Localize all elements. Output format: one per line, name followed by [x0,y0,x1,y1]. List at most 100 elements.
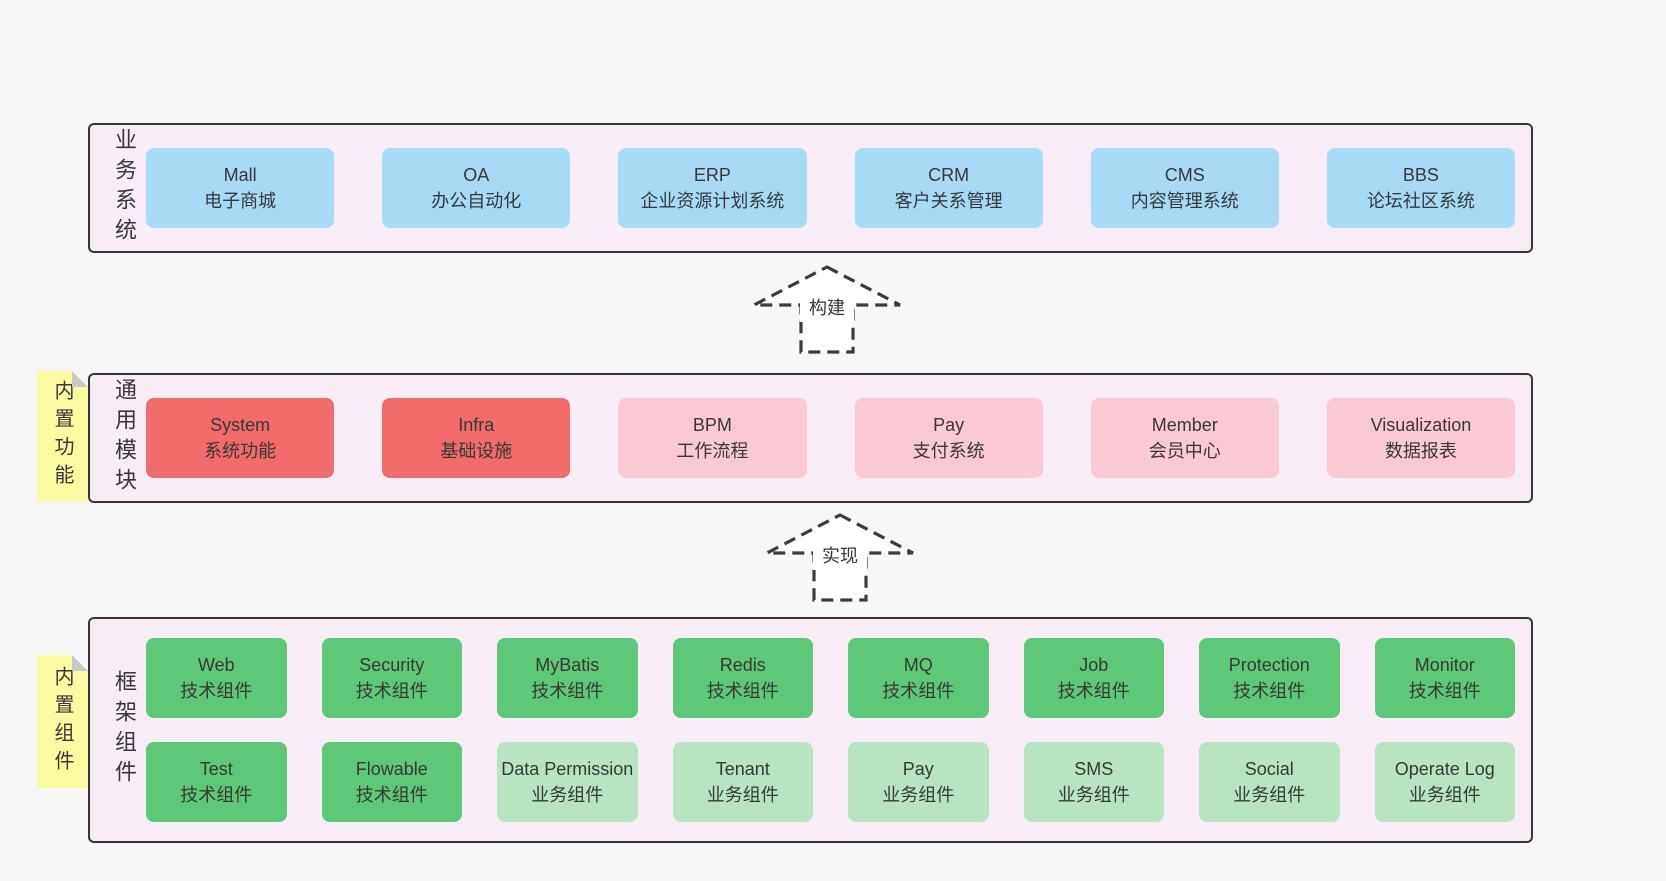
box-title: CRM [928,165,970,185]
box-subtitle: 技术组件 [706,681,779,701]
box-monitor: Monitor 技术组件 [1374,638,1515,718]
box-mybatis: MyBatis 技术组件 [497,638,638,718]
box-subtitle: 基础设施 [440,441,513,461]
layer-business-systems: 业务系统 Mall 电子商城 OA 办公自动化 ERP 企业资源计划系统 CRM… [88,123,1533,253]
box-subtitle: 业务组件 [531,785,604,805]
box-visualization: Visualization 数据报表 [1326,398,1516,478]
box-subtitle: 会员中心 [1148,441,1221,461]
box-title: Mall [223,165,257,185]
box-title: SMS [1074,759,1114,779]
box-oa: OA 办公自动化 [382,148,571,228]
layer-modules-label: 通用模块 [112,378,137,498]
box-infra: Infra 基础设施 [382,398,571,478]
box-title: BPM [692,415,732,435]
arrow-label-bg [813,540,867,570]
box-security: Security 技术组件 [321,638,462,718]
box-subtitle: 系统功能 [204,441,277,461]
box-erp: ERP 企业资源计划系统 [618,148,807,228]
box-data-permission: Data Permission 业务组件 [497,742,638,822]
box-title: Data Permission [501,759,634,779]
box-title: Flowable [355,759,428,779]
box-title: Security [359,655,425,675]
box-subtitle: 技术组件 [180,681,253,701]
box-title: System [210,415,271,435]
box-title: Job [1079,655,1109,675]
box-bbs: BBS 论坛社区系统 [1326,148,1516,228]
box-subtitle: 支付系统 [912,441,985,461]
note-built-in-components: 内置组件 [37,655,88,788]
box-title: CMS [1164,165,1205,185]
box-subtitle: 业务组件 [706,785,779,805]
box-subtitle: 企业资源计划系统 [640,191,785,211]
box-system: System 系统功能 [146,398,335,478]
box-subtitle: 技术组件 [1233,681,1306,701]
box-bpm: BPM 工作流程 [618,398,807,478]
box-subtitle: 论坛社区系统 [1366,191,1475,211]
box-title: Pay [933,415,965,435]
box-pay-module: Pay 支付系统 [854,398,1043,478]
box-subtitle: 技术组件 [355,681,428,701]
box-title: Member [1151,415,1218,435]
box-title: Operate Log [1394,759,1495,779]
box-protection: Protection 技术组件 [1199,638,1340,718]
box-title: Web [197,655,235,675]
box-title: Test [199,759,233,779]
note-built-in-functions: 内置功能 [37,371,88,501]
box-job: Job 技术组件 [1023,638,1164,718]
build-arrow: 构建 [747,262,907,357]
layer-framework-components: 框架组件 Web 技术组件 Security 技术组件 MyBatis 技术组件… [88,617,1533,843]
box-subtitle: 业务组件 [882,785,955,805]
box-redis: Redis 技术组件 [672,638,813,718]
build-arrow-label: 构建 [809,298,845,318]
box-cms: CMS 内容管理系统 [1090,148,1279,228]
box-title: ERP [693,165,731,185]
note-text: 内置功能 [51,380,73,492]
box-subtitle: 办公自动化 [431,191,522,211]
box-title: Protection [1228,655,1310,675]
box-subtitle: 技术组件 [355,785,428,805]
box-flowable: Flowable 技术组件 [321,742,462,822]
box-member: Member 会员中心 [1090,398,1279,478]
layer-components-label: 框架组件 [112,670,137,790]
box-title: Pay [902,759,934,779]
arrow-label-bg [800,292,854,322]
box-operate-log: Operate Log 业务组件 [1374,742,1515,822]
box-subtitle: 技术组件 [1057,681,1130,701]
box-subtitle: 技术组件 [882,681,955,701]
box-title: BBS [1402,165,1439,185]
implement-arrow-label: 实现 [822,546,858,566]
box-subtitle: 工作流程 [676,441,749,461]
box-title: MyBatis [535,655,600,675]
box-title: Infra [458,415,495,435]
box-subtitle: 业务组件 [1057,785,1130,805]
layer-business-label: 业务系统 [112,128,137,248]
box-title: Tenant [715,759,770,779]
box-tenant: Tenant 业务组件 [672,742,813,822]
box-subtitle: 业务组件 [1408,785,1481,805]
box-title: Social [1244,759,1294,779]
box-sms: SMS 业务组件 [1023,742,1164,822]
box-subtitle: 技术组件 [1408,681,1481,701]
box-subtitle: 客户关系管理 [894,191,1003,211]
box-title: MQ [903,655,933,675]
box-mall: Mall 电子商城 [146,148,335,228]
box-pay-component: Pay 业务组件 [848,742,989,822]
box-social: Social 业务组件 [1199,742,1340,822]
box-title: Redis [719,655,766,675]
layer-common-modules: 通用模块 System 系统功能 Infra 基础设施 BPM 工作流程 Pay… [88,373,1533,503]
box-web: Web 技术组件 [146,638,287,718]
box-title: Visualization [1370,415,1472,435]
implement-arrow: 实现 [760,510,920,605]
box-subtitle: 内容管理系统 [1130,191,1239,211]
box-title: Monitor [1414,655,1475,675]
box-title: OA [463,165,490,185]
box-subtitle: 电子商城 [204,191,277,211]
box-crm: CRM 客户关系管理 [854,148,1043,228]
box-subtitle: 技术组件 [531,681,604,701]
box-mq: MQ 技术组件 [848,638,989,718]
box-test: Test 技术组件 [146,742,287,822]
note-text: 内置组件 [51,665,73,778]
box-subtitle: 技术组件 [180,785,253,805]
box-subtitle: 业务组件 [1233,785,1306,805]
